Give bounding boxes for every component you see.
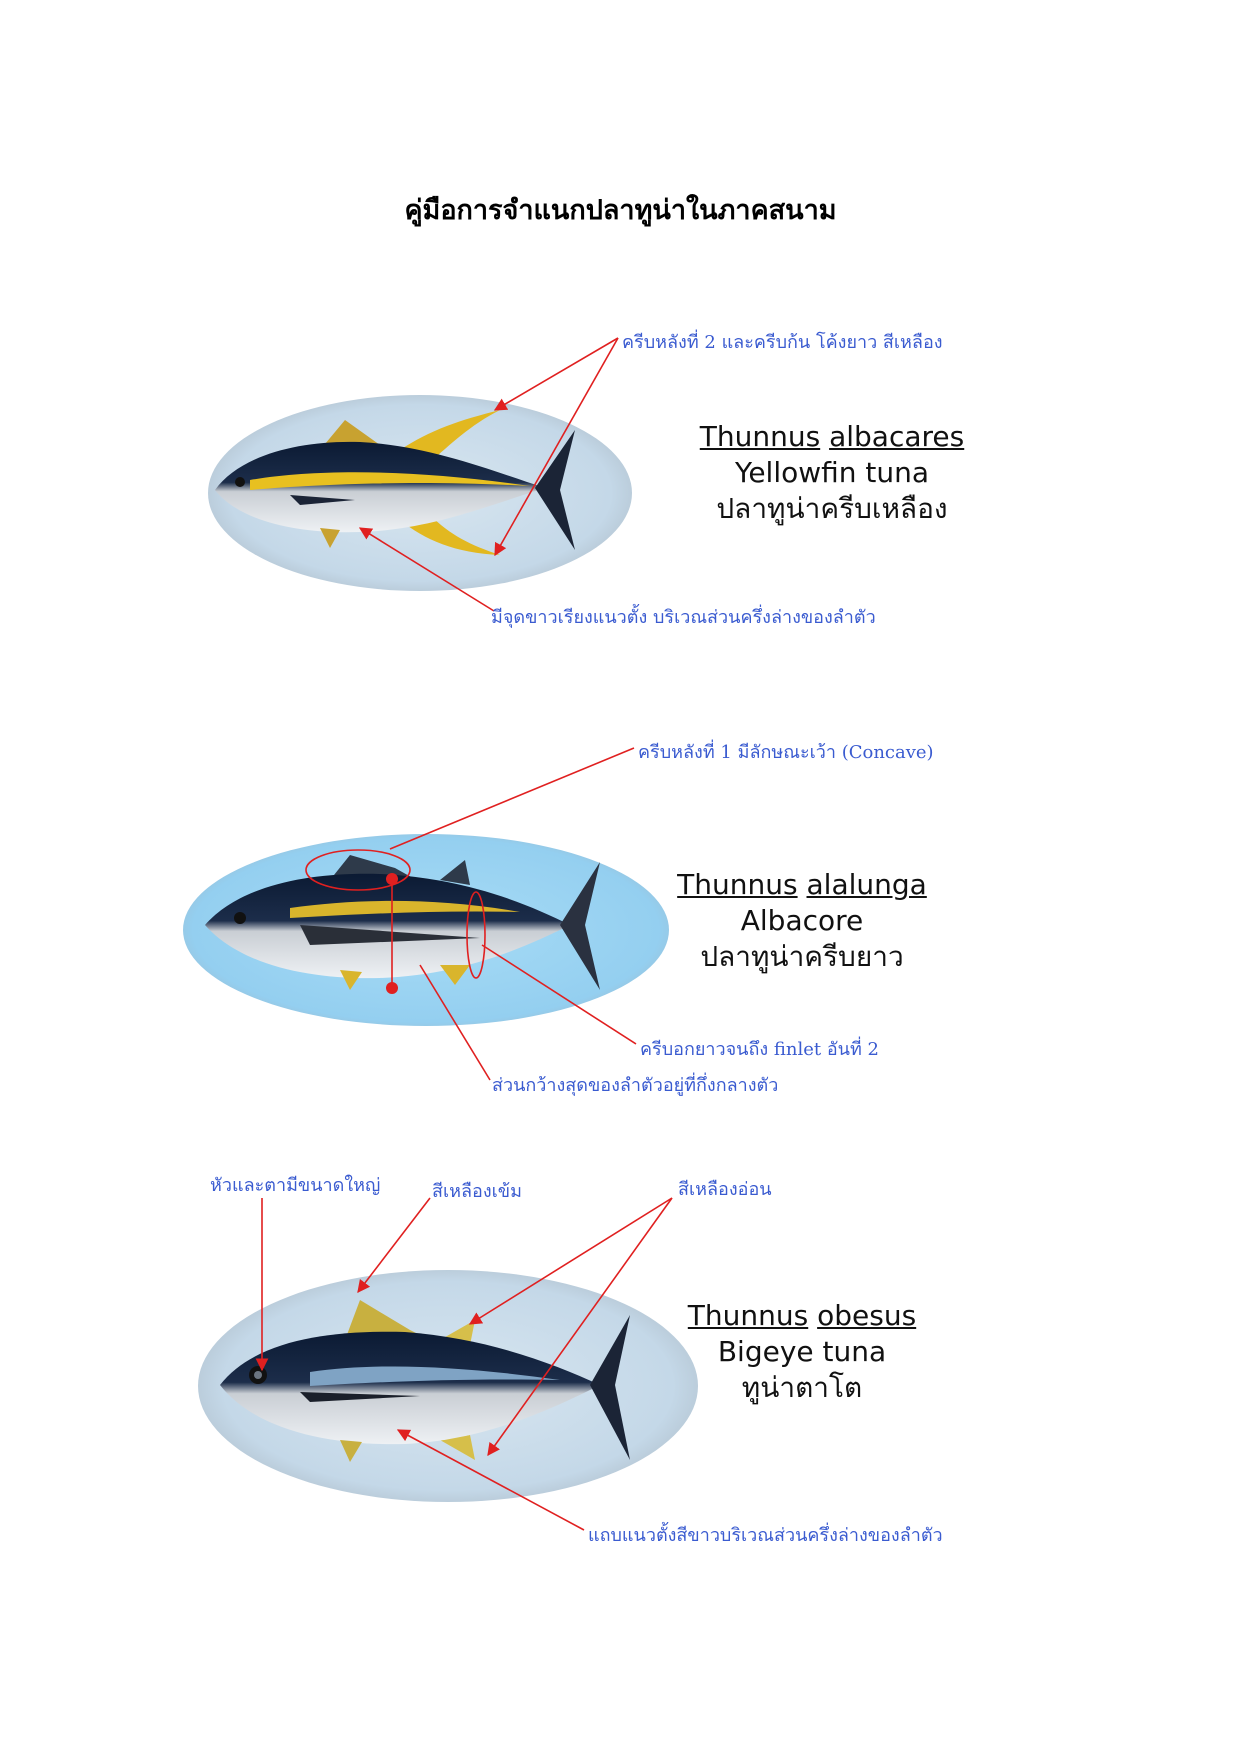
scientific-name: Thunnus albacares [662,419,1002,455]
yellowfin-illustration [208,395,632,591]
common-name: Yellowfin tuna [734,456,930,489]
thai-name: ทูน่าตาโต [741,1371,863,1404]
epithet: obesus [817,1299,917,1332]
note-bigeye-head: หัวและตามีขนาดใหญ่ [210,1175,381,1196]
epithet: alalunga [806,868,927,901]
bigeye-illustration [198,1270,698,1502]
common-name: Bigeye tuna [717,1335,887,1368]
genus: Thunnus [687,1299,809,1332]
genus: Thunnus [677,868,798,901]
thai-name: ปลาทูน่าครีบเหลือง [716,492,948,525]
albacore-markers [386,873,398,994]
thai-name: ปลาทูน่าครีบยาว [700,940,904,973]
species-yellowfin: Thunnus albacares Yellowfin tuna ปลาทูน่… [662,419,1002,527]
note-bigeye-bands: แถบแนวตั้งสีขาวบริเวณส่วนครึ่งล่างของลำต… [588,1525,943,1546]
scientific-name: Thunnus alalunga [632,867,972,903]
epithet: albacares [829,420,965,453]
scientific-name: Thunnus obesus [632,1298,972,1334]
pointer-lines [255,337,673,1531]
note-albacore-width: ส่วนกว้างสุดของลำตัวอยู่ที่กึ่งกลางตัว [492,1075,779,1096]
species-bigeye: Thunnus obesus Bigeye tuna ทูน่าตาโต [632,1298,972,1406]
page-title: คู่มือการจำแนกปลาทูน่าในภาคสนาม [404,195,837,226]
note-bigeye-dark-yellow: สีเหลืองเข้ม [432,1181,522,1202]
species-albacore: Thunnus alalunga Albacore ปลาทูน่าครีบยา… [632,867,972,975]
note-bigeye-light-yellow: สีเหลืองอ่อน [678,1179,772,1200]
note-albacore-dorsal: ครีบหลังที่ 1 มีลักษณะเว้า (Concave) [638,742,934,763]
common-name: Albacore [740,904,864,937]
note-yellowfin-fins: ครีบหลังที่ 2 และครีบก้น โค้งยาว สีเหลือ… [622,332,943,353]
note-yellowfin-spots: มีจุดขาวเรียงแนวตั้ง บริเวณส่วนครึ่งล่าง… [491,607,876,628]
genus: Thunnus [699,420,821,453]
note-albacore-pectoral: ครีบอกยาวจนถึง finlet อันที่ 2 [640,1039,879,1060]
albacore-illustration [183,834,669,1026]
